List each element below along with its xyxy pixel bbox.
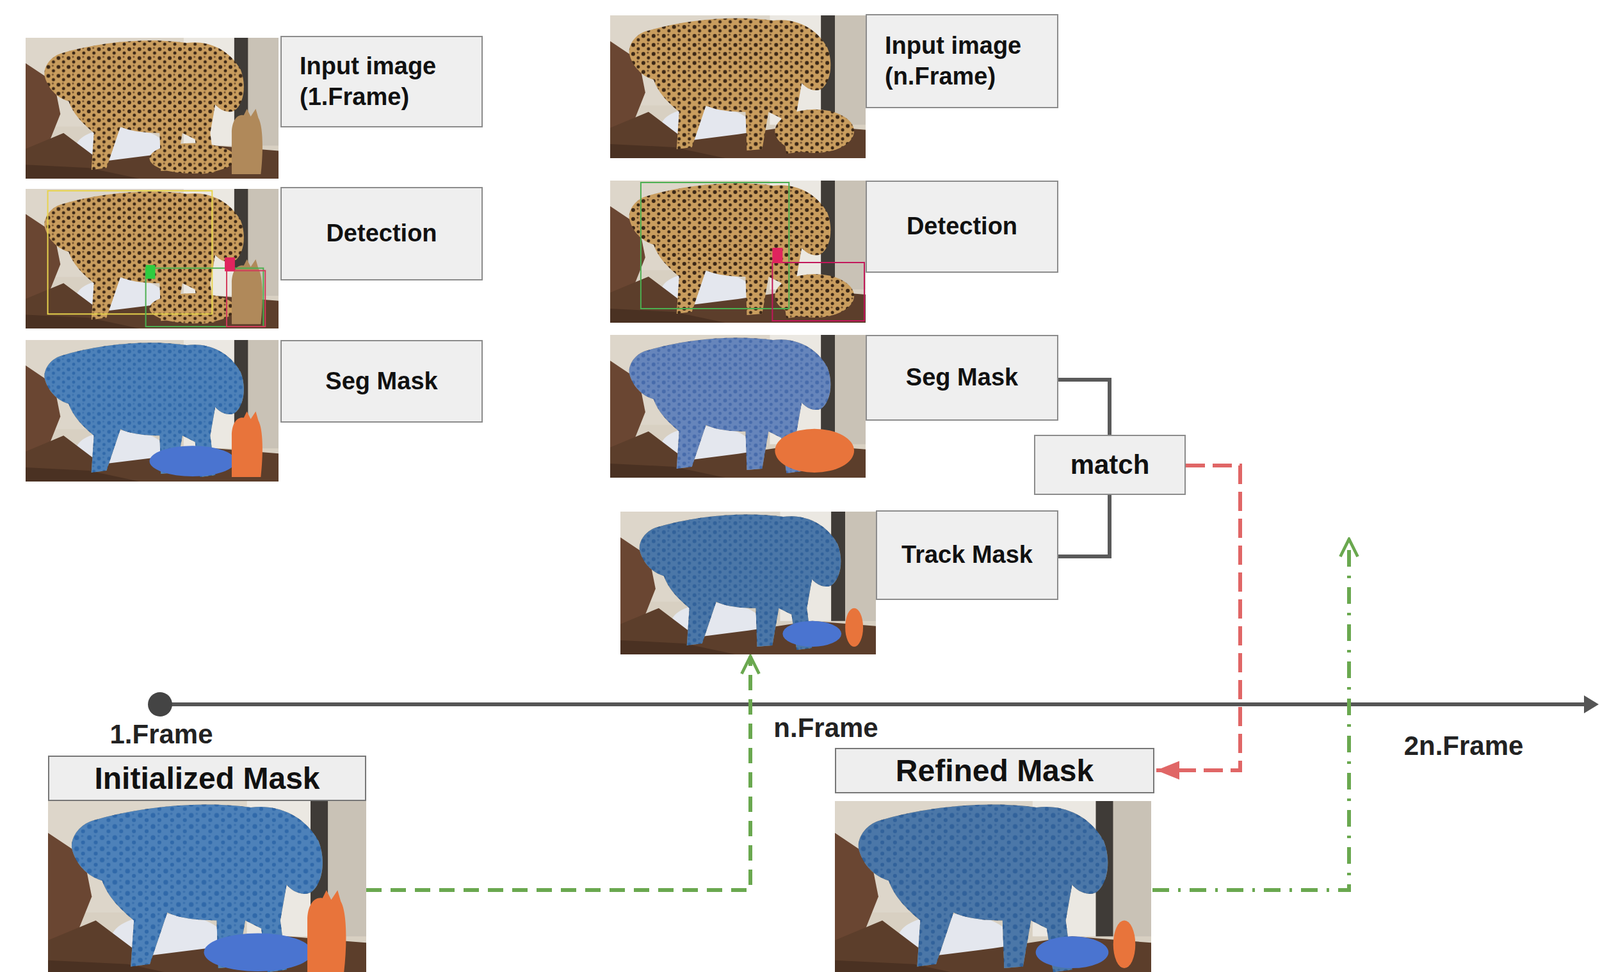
frame-label: n.Frame [773,712,878,743]
timeline-start-dot [147,692,173,717]
node-label: Track Mask [901,539,1033,571]
label-box: Detection [280,186,483,281]
node-label: Refined Mask [895,751,1094,791]
heading-box: Initialized Mask [48,755,367,801]
frame-label: 1.Frame [109,719,213,750]
image-panel: Refined Mask [834,747,1155,972]
node-label: Input image (1.Frame) [299,51,464,113]
image-panel: Track Mask [620,510,1059,655]
label-box: Seg Mask [865,334,1059,421]
image-panel: Input image (1.Frame) [25,35,483,179]
image-panel: Seg Mask [25,339,483,482]
track-photo [620,511,876,655]
frame-label-holder: 1.Frame [109,718,213,751]
segmentation-photo [610,334,866,478]
node-label: Initialized Mask [94,759,320,798]
next-cycle-arrow [1152,539,1350,890]
process-box: match [1034,434,1186,495]
label-box: match [1034,434,1186,495]
node-label: Seg Mask [325,366,438,397]
image-panel: Initialized Mask [48,755,367,972]
label-box: Track Mask [875,510,1059,600]
connector [1058,379,1110,435]
node-label: Input image (n.Frame) [884,30,1040,92]
connector [1156,465,1241,771]
connector [1058,494,1110,557]
node-label: match [1070,448,1150,483]
image-panel: Detection [25,186,483,329]
label-box: Input image (n.Frame) [865,14,1059,109]
refined-photo [834,800,1152,972]
segmentation-photo [25,339,279,482]
frame-label-holder: n.Frame [773,711,878,744]
heading-box: Refined Mask [834,747,1155,794]
detection-photo [25,188,279,329]
timeline [160,702,1588,707]
connector [366,656,751,890]
label-box: Input image (1.Frame) [280,35,483,128]
input-photo [610,15,866,159]
node-label: Seg Mask [905,362,1019,394]
input-photo [25,37,279,179]
image-panel: Detection [610,180,1059,323]
initialized-photo [48,800,367,972]
detection-photo [610,180,866,323]
label-box: Detection [865,180,1059,273]
node-label: Detection [325,218,437,250]
image-panel: Seg Mask [610,334,1059,478]
node-label: Detection [906,211,1018,243]
frame-label-holder: 2n.Frame [1404,729,1524,762]
label-box: Seg Mask [280,339,483,423]
frame-label: 2n.Frame [1404,730,1524,761]
image-panel: Input image (n.Frame) [610,14,1059,159]
timeline-arrowhead [1583,695,1599,714]
